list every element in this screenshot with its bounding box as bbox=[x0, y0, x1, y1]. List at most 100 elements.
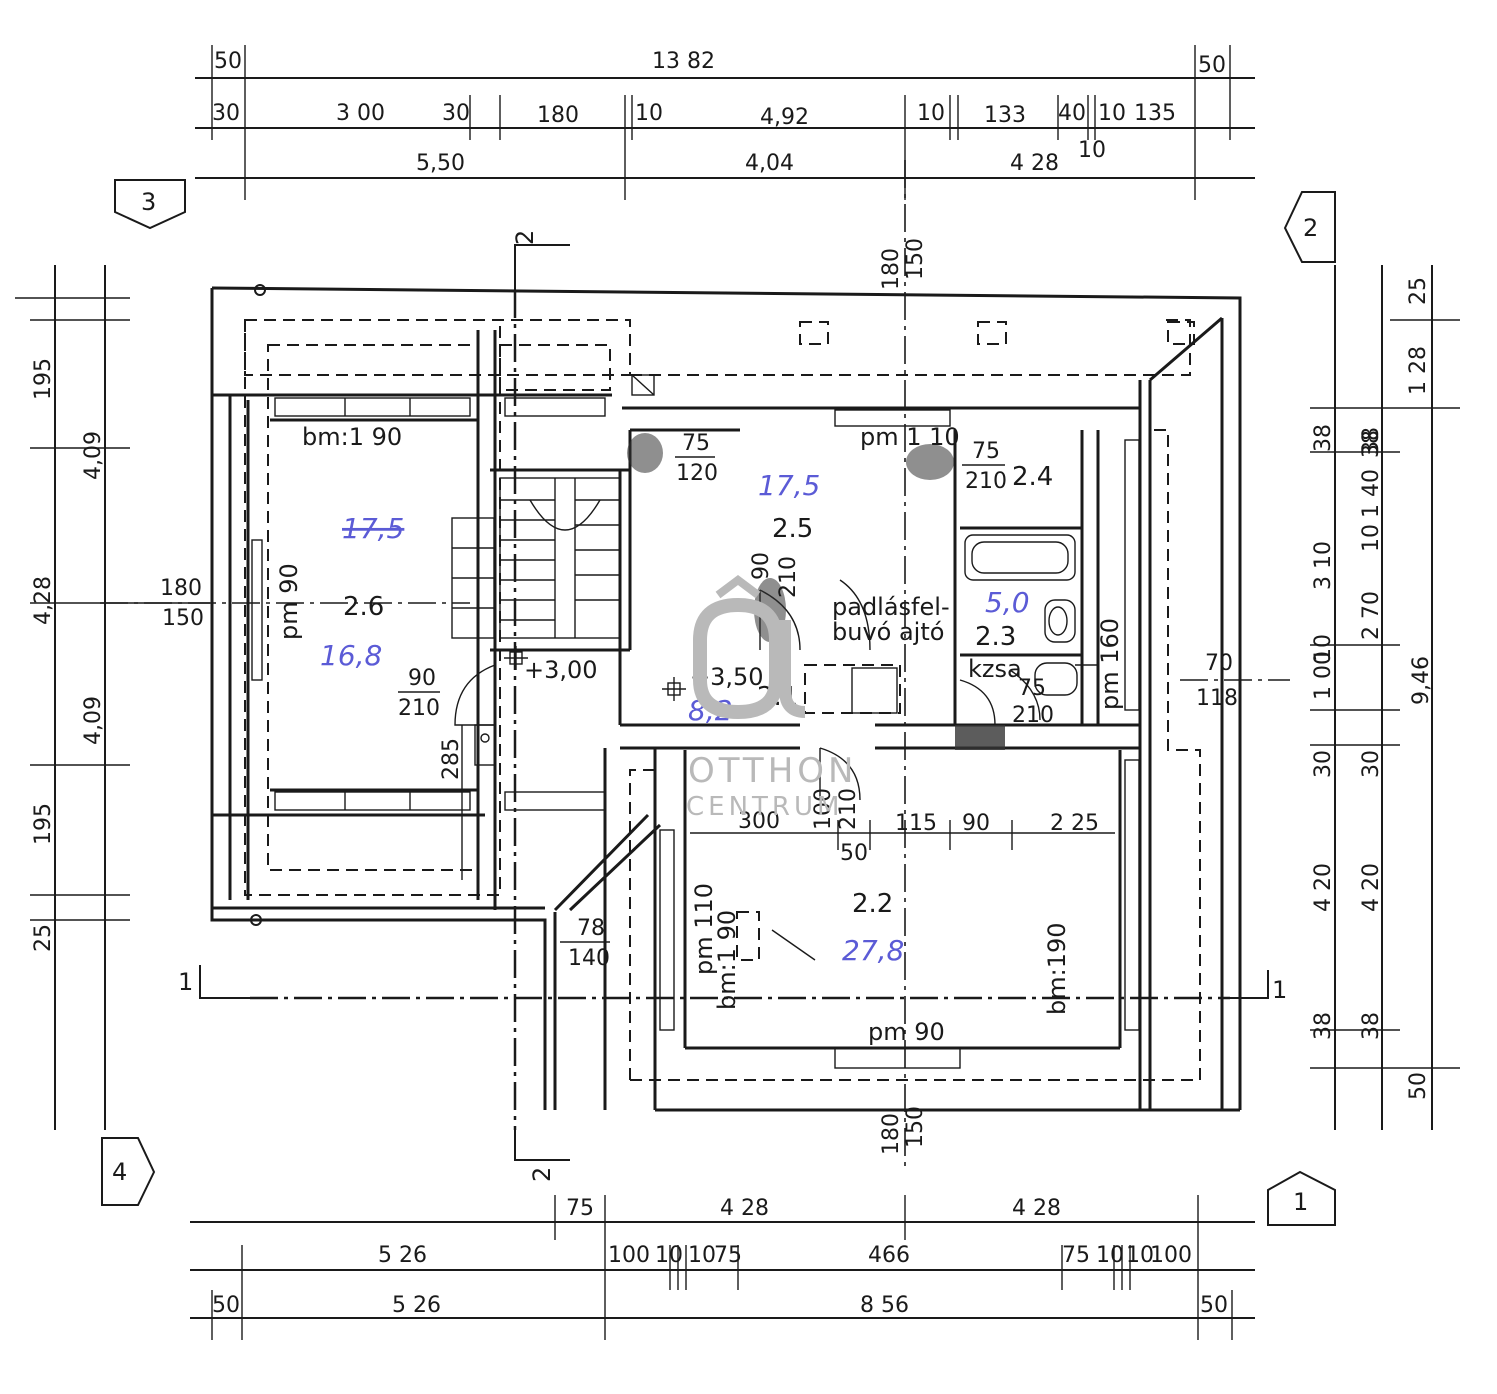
room-2-5-id: 2.5 bbox=[772, 514, 813, 544]
dim-bot-r3-1: 5 26 bbox=[392, 1293, 441, 1318]
svg-text:75: 75 bbox=[972, 439, 1000, 464]
svg-text:210: 210 bbox=[836, 788, 861, 830]
svg-text:150: 150 bbox=[903, 238, 928, 280]
dim-top-r2-5: 4,92 bbox=[760, 105, 809, 130]
door-dimensions: 75 120 75 210 90 210 90 210 75 210 70 11… bbox=[398, 238, 1238, 1155]
dimension-labels-bottom: 75 4 28 4 28 5 26 100 10 10 75 466 75 10… bbox=[212, 1196, 1228, 1318]
svg-text:90: 90 bbox=[749, 552, 774, 580]
svg-text:285: 285 bbox=[439, 738, 464, 780]
dim-left-1: 4,09 bbox=[81, 431, 106, 480]
dimension-labels-top: 50 13 82 50 30 3 00 30 180 10 4,92 10 13… bbox=[212, 49, 1226, 176]
dim-right-6: 38 bbox=[1311, 1012, 1336, 1040]
svg-text:180: 180 bbox=[879, 248, 904, 290]
otthon-centrum-watermark: OTTHON CENTRUM bbox=[686, 575, 853, 822]
dim-bot-r2-3: 10 bbox=[688, 1243, 716, 1268]
svg-text:2: 2 bbox=[528, 1167, 556, 1182]
svg-text:4: 4 bbox=[112, 1158, 127, 1186]
dim-right-1: 3 10 bbox=[1311, 541, 1336, 590]
axis-marker-1: 1 bbox=[1267, 1170, 1336, 1226]
dimension-lines-top bbox=[195, 45, 1255, 200]
svg-text:210: 210 bbox=[398, 696, 440, 721]
label-kzsa: kzsa bbox=[968, 655, 1022, 683]
dim-right-5: 4 20 bbox=[1311, 863, 1336, 912]
svg-text:78: 78 bbox=[577, 916, 605, 941]
axis-marker-3: 3 bbox=[114, 179, 186, 230]
dimension-lines-left bbox=[15, 265, 210, 1130]
svg-text:2 25: 2 25 bbox=[1050, 811, 1099, 836]
dim-bot-r2-0: 5 26 bbox=[378, 1243, 427, 1268]
dim-bot-r2-1: 100 bbox=[608, 1243, 650, 1268]
svg-text:210: 210 bbox=[965, 469, 1007, 494]
dim-right-mid-9: 50 bbox=[1406, 1072, 1431, 1100]
label-pm90-b: pm 90 bbox=[868, 1018, 945, 1046]
svg-text:2: 2 bbox=[511, 230, 539, 245]
dim-bot-r3-3: 50 bbox=[1200, 1293, 1228, 1318]
label-bm190-b: bm:1 90 bbox=[713, 910, 741, 1010]
dim-bot-r3-2: 8 56 bbox=[860, 1293, 909, 1318]
dim-bot-r2-8: 10 bbox=[1126, 1243, 1154, 1268]
dim-top-r2-0: 30 bbox=[212, 101, 240, 126]
bathroom-fixtures bbox=[851, 534, 1098, 714]
svg-text:210: 210 bbox=[776, 556, 801, 598]
dim-right-4: 30 bbox=[1311, 750, 1336, 778]
room-2-2-id: 2.2 bbox=[852, 889, 893, 919]
dim-bot-r3-0: 50 bbox=[212, 1293, 240, 1318]
label-padlas-2: buvó ajtó bbox=[832, 618, 944, 646]
dim-top-r2-4: 10 bbox=[635, 101, 663, 126]
dim-right-mid-10: 25 bbox=[1406, 277, 1431, 305]
section-line-2: 2 2 bbox=[511, 230, 570, 1182]
svg-text:210: 210 bbox=[1012, 703, 1054, 728]
svg-text:50: 50 bbox=[840, 841, 868, 866]
label-pm110: pm 1 10 bbox=[860, 423, 960, 451]
svg-text:1: 1 bbox=[1272, 976, 1287, 1004]
label-pm90-a: pm 90 bbox=[275, 563, 303, 640]
watermark-line-2: CENTRUM bbox=[686, 792, 843, 822]
dim-bot-r2-7: 10 bbox=[1096, 1243, 1124, 1268]
dim-top-r2-6: 10 bbox=[917, 101, 945, 126]
label-pm160: pm 160 bbox=[1096, 618, 1124, 710]
dim-bot-r1-1: 4 28 bbox=[720, 1196, 769, 1221]
dim-left-inner-0: 180 bbox=[160, 576, 202, 601]
room-2-2-dimensions: 300 115 90 2 25 50 bbox=[690, 809, 1115, 961]
dashed-outlines bbox=[244, 319, 1201, 1081]
annotation-labels: bm:1 90 pm 90 pm 1 10 pm 160 padlásfel- … bbox=[275, 423, 1124, 1046]
svg-text:70: 70 bbox=[1205, 651, 1233, 676]
dim-bot-r1-0: 75 bbox=[566, 1196, 594, 1221]
svg-text:150: 150 bbox=[903, 1106, 928, 1148]
room-2-6-id: 2.6 bbox=[343, 592, 384, 622]
dim-left-3: 4,09 bbox=[81, 696, 106, 745]
dim-bot-r2-6: 75 bbox=[1062, 1243, 1090, 1268]
axis-lines bbox=[100, 160, 1290, 1170]
label-level-300: +3,00 bbox=[524, 656, 598, 684]
dim-bot-r2-5: 466 bbox=[868, 1243, 910, 1268]
dim-left-5: 25 bbox=[31, 924, 56, 952]
svg-text:300: 300 bbox=[738, 809, 780, 834]
axis-marker-4: 4 bbox=[101, 1137, 156, 1206]
dim-bot-r2-2: 10 bbox=[655, 1243, 683, 1268]
dim-left-0: 195 bbox=[31, 358, 56, 400]
dim-right-total: 9,46 bbox=[1409, 656, 1434, 705]
dim-right-mid-3: 1 40 bbox=[1359, 469, 1384, 518]
dim-right-mid-6: 30 bbox=[1359, 750, 1384, 778]
section-line-1: 1 1 bbox=[178, 965, 1287, 1004]
dim-top-r2-9: 10 bbox=[1098, 101, 1126, 126]
dim-top-r3-0: 5,50 bbox=[416, 151, 465, 176]
dim-top-r1-0: 50 bbox=[214, 49, 242, 74]
svg-text:1: 1 bbox=[178, 968, 193, 996]
svg-text:140: 140 bbox=[568, 946, 610, 971]
svg-text:115: 115 bbox=[895, 811, 937, 836]
dim-right-mid-8: 38 bbox=[1359, 1012, 1384, 1040]
dim-right-3: 1 00 bbox=[1311, 651, 1336, 700]
svg-text:100: 100 bbox=[811, 788, 836, 830]
dim-bot-r1-2: 4 28 bbox=[1012, 1196, 1061, 1221]
svg-text:180: 180 bbox=[879, 1113, 904, 1155]
svg-text:3: 3 bbox=[141, 188, 156, 216]
svg-text:90: 90 bbox=[962, 811, 990, 836]
dim-top-r2-8: 40 bbox=[1058, 101, 1086, 126]
dim-left-2: 4,28 bbox=[31, 576, 56, 625]
room-2-3-id: 2.3 bbox=[975, 622, 1016, 652]
dimension-labels-left: 195 4,09 4,28 4,09 195 25 180 150 bbox=[31, 358, 204, 952]
dimension-lines-bottom bbox=[190, 1195, 1255, 1340]
dim-top-r3-2: 4 28 bbox=[1010, 151, 1059, 176]
